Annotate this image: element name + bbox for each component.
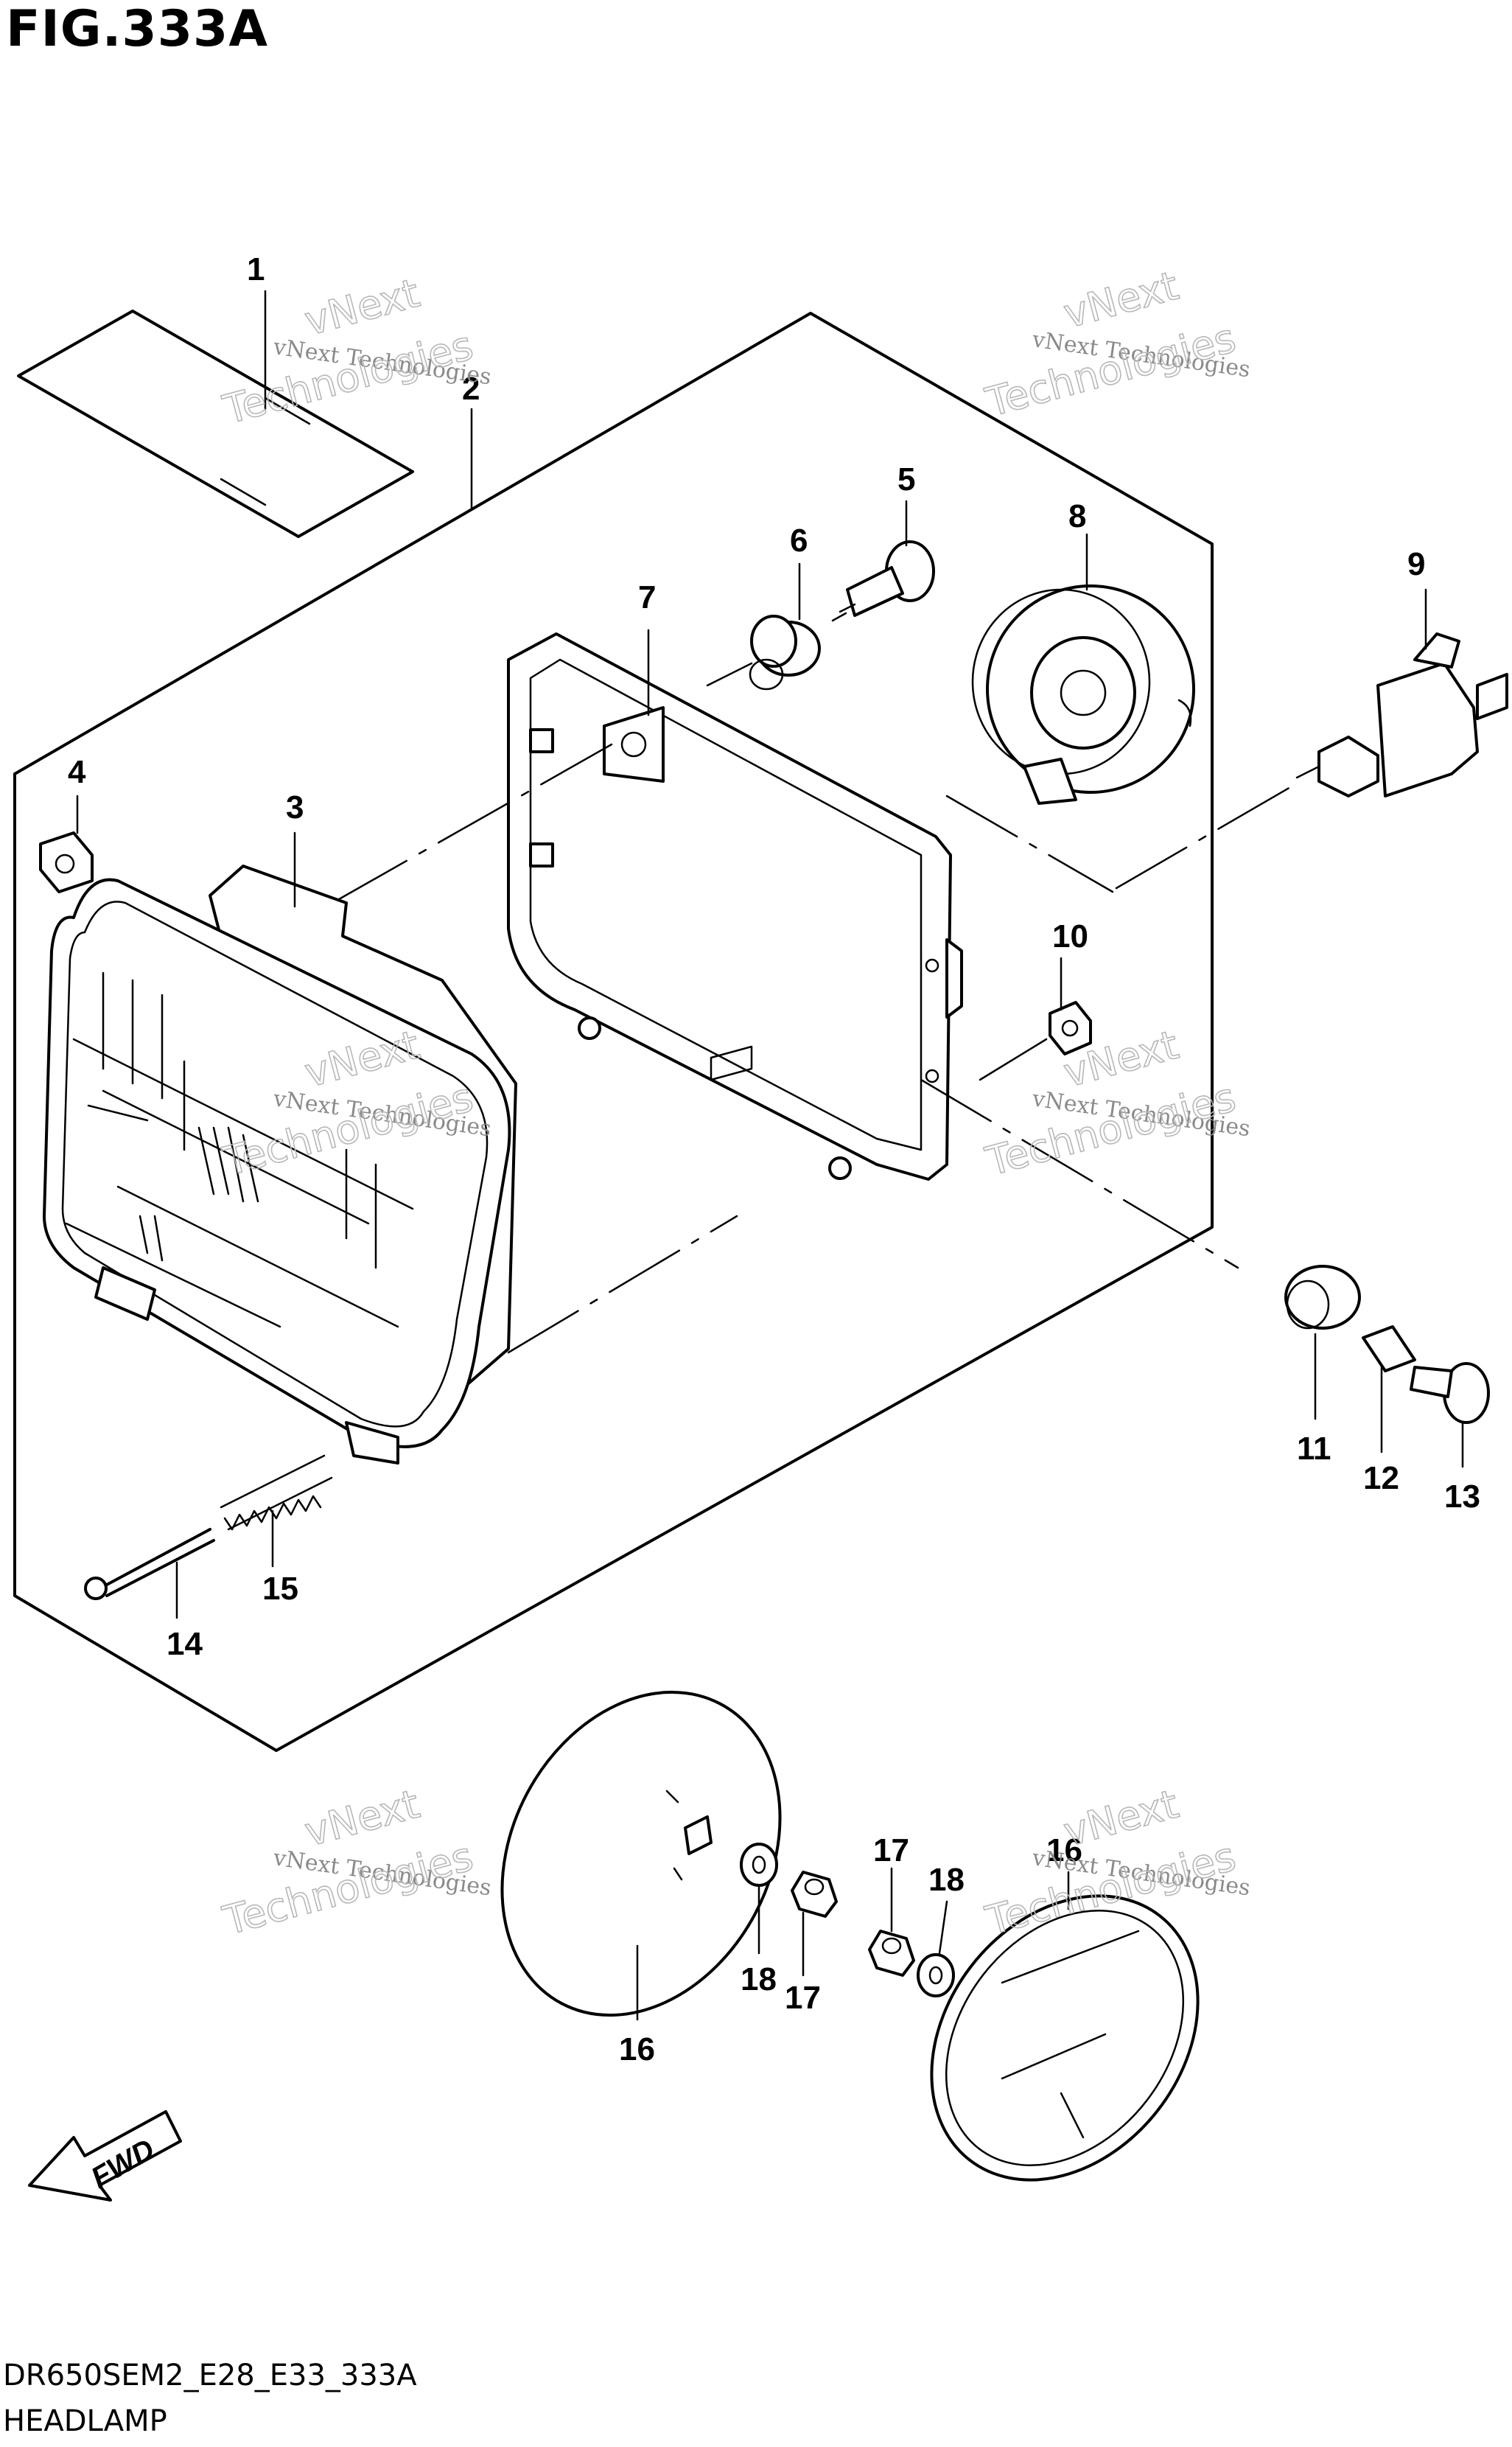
part-16-cover xyxy=(500,1690,782,2017)
part-11-bulb xyxy=(1295,632,1508,797)
part-3-clip-nut xyxy=(39,831,94,893)
callout-15: 11 xyxy=(1297,1431,1331,1467)
watermark-outline-top: vNext xyxy=(1059,1781,1183,1856)
callout-11: 9 xyxy=(1407,546,1425,582)
figure-name: HEADLAMP xyxy=(3,2404,167,2438)
watermark-top-left: vNext Technologies vNext Technologies xyxy=(217,269,493,434)
part-4-screw xyxy=(831,540,935,622)
watermark-outline-top: vNext xyxy=(300,270,424,345)
figure-code: DR650SEM2_E28_E33_333A xyxy=(3,2359,417,2392)
forward-direction-arrow: FWD xyxy=(28,2110,182,2202)
callout-1: 2 xyxy=(462,371,480,407)
part-12-label-sticker xyxy=(17,310,414,538)
callout-4: 5 xyxy=(897,461,915,498)
callout-8: 15 xyxy=(262,1571,298,1607)
part-18-washer-left xyxy=(740,1843,778,1887)
callout-16-lens-cap: 16 xyxy=(1046,1832,1082,1868)
leader-lines xyxy=(76,290,1464,2021)
callout-13: 13 xyxy=(1444,1479,1480,1515)
part-17-nut-right xyxy=(868,1930,915,1977)
assembly-outline xyxy=(13,312,1214,1752)
callout-17-upper: 17 xyxy=(873,1832,909,1868)
watermark-outline-top: vNext xyxy=(300,1781,424,1856)
part-18-washer-right xyxy=(917,1953,955,1997)
callout-7: 14 xyxy=(167,1626,203,1662)
part-10-socket xyxy=(971,584,1195,805)
part-5-grommet xyxy=(749,615,821,691)
part-2-headlamp-unit xyxy=(43,865,517,1465)
part-16-lens-cap xyxy=(930,1894,1200,2182)
callout-18-upper: 18 xyxy=(928,1862,965,1898)
callout-12: 1 xyxy=(247,251,265,287)
part-8-spring xyxy=(220,1454,333,1531)
callout-9: 10 xyxy=(1052,918,1088,954)
callout-10: 8 xyxy=(1068,498,1086,534)
watermark-bottom-left: vNext Technologies vNext Technologies xyxy=(217,1780,493,1945)
callout-16-cover: 16 xyxy=(619,2031,655,2067)
part-6-mounting-rim xyxy=(507,632,963,1181)
watermark-top-right: vNext Technologies vNext Technologies xyxy=(980,262,1252,427)
part-9-clip-nut xyxy=(1049,1001,1092,1055)
callout-3: 4 xyxy=(68,754,86,790)
part-7-screw xyxy=(84,1528,215,1600)
part-15-grommet xyxy=(1284,1265,1361,1330)
callout-6: 7 xyxy=(638,579,656,615)
watermark-outline-top: vNext xyxy=(1059,262,1183,338)
callout-17-lower: 17 xyxy=(785,1980,821,2016)
part-13-bolt xyxy=(1410,1362,1490,1424)
callout-5: 6 xyxy=(790,523,808,559)
callout-14: 12 xyxy=(1363,1460,1399,1496)
callout-2: 3 xyxy=(286,789,304,825)
part-14-collar xyxy=(1362,1325,1416,1372)
callout-labels: 1 2 3 4 5 6 7 8 9 10 11 12 13 14 15 16 1… xyxy=(68,251,1480,2067)
callout-18-lower: 18 xyxy=(741,1961,777,1997)
part-17-nut-left xyxy=(791,1871,838,1918)
figure-title: FIG.333A xyxy=(6,0,268,58)
